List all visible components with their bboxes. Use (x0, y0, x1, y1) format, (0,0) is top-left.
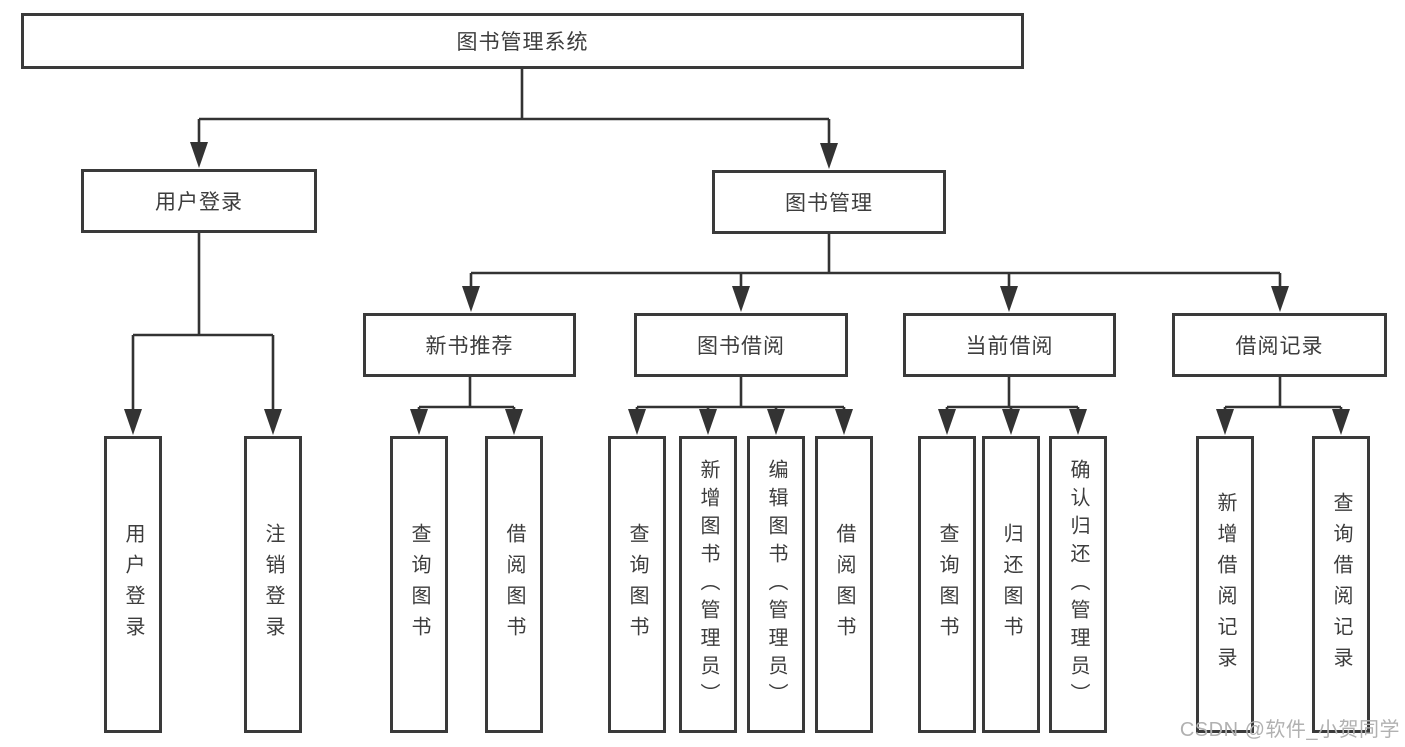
leaf-logout: 注销登录 (244, 436, 302, 733)
leaf-query-books-current: 查询图书 (918, 436, 976, 733)
leaf-query-books-borrow: 查询图书 (608, 436, 666, 733)
leaf-borrow-books: 借阅图书 (815, 436, 873, 733)
leaf-edit-books-admin: 编辑图书（管理员） (747, 436, 805, 733)
node-library-system: 图书管理系统 (21, 13, 1024, 69)
leaf-confirm-return-admin: 确认归还（管理员） (1049, 436, 1107, 733)
node-new-book-recommend: 新书推荐 (363, 313, 576, 377)
leaf-return-books: 归还图书 (982, 436, 1040, 733)
node-book-management: 图书管理 (712, 170, 946, 234)
leaf-query-borrow-record: 查询借阅记录 (1312, 436, 1370, 733)
arrowheads (124, 142, 1350, 435)
node-current-borrow: 当前借阅 (903, 313, 1116, 377)
leaf-add-borrow-record: 新增借阅记录 (1196, 436, 1254, 733)
leaf-add-books-admin: 新增图书（管理员） (679, 436, 737, 733)
leaf-query-books-recommend: 查询图书 (390, 436, 448, 733)
watermark: CSDN @软件_小贺同学 (1179, 719, 1400, 741)
node-book-borrow: 图书借阅 (634, 313, 848, 377)
node-user-login: 用户登录 (81, 169, 317, 233)
leaf-borrow-books-recommend: 借阅图书 (485, 436, 543, 733)
leaf-user-login: 用户登录 (104, 436, 162, 733)
node-borrow-records: 借阅记录 (1172, 313, 1387, 377)
